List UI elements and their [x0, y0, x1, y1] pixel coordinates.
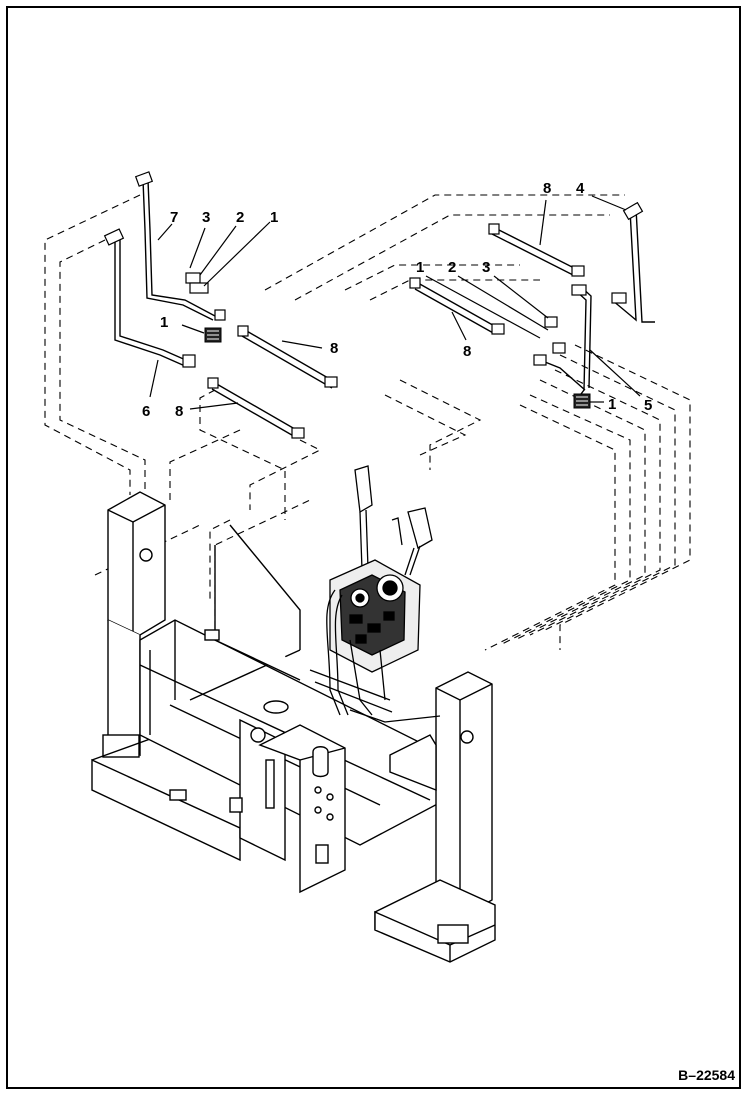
callout-8: 8: [463, 343, 471, 360]
callout-6: 6: [142, 403, 150, 420]
fittings-right: [409, 201, 644, 366]
control-valve-assembly: [309, 465, 441, 723]
callout-1: 1: [270, 209, 278, 226]
fittings-left: [103, 171, 338, 439]
callout-7: 7: [170, 209, 178, 226]
callout-3: 3: [482, 259, 490, 276]
callout-1: 1: [416, 259, 424, 276]
clamp-block-right: [573, 393, 591, 409]
callout-labels: 7 3 2 1 1 8 6 8 8 4 1 2 3 8 5 1: [142, 180, 652, 420]
callout-8: 8: [543, 180, 551, 197]
hose-assemblies-left: [114, 179, 336, 439]
callout-1: 1: [608, 396, 616, 413]
dashed-routing-lines: [44, 194, 691, 651]
callout-5: 5: [644, 397, 652, 414]
callout-8: 8: [330, 340, 338, 357]
callout-2: 2: [236, 209, 244, 226]
clamp-block-left: [204, 327, 222, 343]
callout-3: 3: [202, 209, 210, 226]
callout-1: 1: [160, 314, 168, 331]
figure-id: B–22584: [678, 1067, 735, 1083]
drawing-frame: [6, 6, 741, 1089]
callout-8: 8: [175, 403, 183, 420]
machine-frame: [91, 491, 496, 963]
callout-2: 2: [448, 259, 456, 276]
callout-leaders: [149, 195, 641, 410]
callout-4: 4: [576, 180, 585, 197]
